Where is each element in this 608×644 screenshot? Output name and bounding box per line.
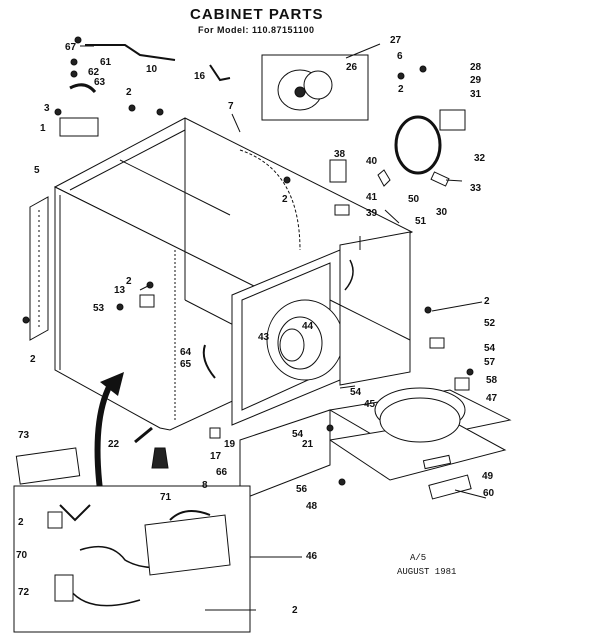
- page-note: A/5: [410, 553, 427, 563]
- part-label-32: 32: [474, 153, 486, 164]
- part-label-19: 19: [224, 439, 236, 450]
- model-number: For Model: 110.87151100: [198, 25, 315, 35]
- harness-inset: [13, 485, 251, 633]
- part-label-46: 46: [306, 551, 318, 562]
- part-label-26: 26: [346, 62, 358, 73]
- part-label-52: 52: [484, 318, 496, 329]
- part-label-2-d: 2: [126, 276, 132, 287]
- part-label-2-c: 2: [282, 194, 288, 205]
- part-label-47: 47: [486, 393, 498, 404]
- part-label-62: 62: [88, 67, 100, 78]
- direction-arrow: [94, 372, 124, 491]
- part-label-40: 40: [366, 156, 378, 167]
- leader-lines: [80, 43, 487, 611]
- side-panel: [29, 196, 49, 341]
- part-label-43: 43: [258, 332, 270, 343]
- date-note: AUGUST 1981: [397, 567, 457, 577]
- part-label-8: 8: [202, 480, 208, 491]
- part-label-63: 63: [94, 77, 106, 88]
- part-label-2-f: 2: [484, 296, 490, 307]
- part-label-38: 38: [334, 149, 346, 160]
- part-label-2-g: 2: [18, 517, 24, 528]
- part-label-58: 58: [486, 375, 498, 386]
- part-label-3: 3: [44, 103, 50, 114]
- part-label-30: 30: [436, 207, 448, 218]
- part-label-13: 13: [114, 285, 126, 296]
- part-label-33: 33: [470, 183, 482, 194]
- part-label-65: 65: [180, 359, 192, 370]
- part-label-57: 57: [484, 357, 496, 368]
- inner-front-panel: [329, 231, 411, 386]
- part-label-16: 16: [194, 71, 206, 82]
- part-label-41: 41: [366, 192, 378, 203]
- part-label-54-b: 54: [350, 387, 362, 398]
- part-label-2-h: 2: [292, 605, 298, 616]
- part-label-39: 39: [366, 208, 378, 219]
- part-label-49: 49: [482, 471, 494, 482]
- part-label-67: 67: [65, 42, 77, 53]
- part-label-66: 66: [216, 467, 228, 478]
- part-label-60: 60: [483, 488, 495, 499]
- part-label-64: 64: [180, 347, 192, 358]
- part-label-50: 50: [408, 194, 420, 205]
- part-label-21: 21: [302, 439, 314, 450]
- part-label-48: 48: [306, 501, 318, 512]
- part-label-56: 56: [296, 484, 308, 495]
- part-label-53: 53: [93, 303, 105, 314]
- part-label-61: 61: [100, 57, 112, 68]
- motor-inset: [261, 54, 369, 121]
- small-parts: [15, 36, 474, 486]
- part-label-27: 27: [390, 35, 402, 46]
- part-label-28: 28: [470, 62, 482, 73]
- part-label-51: 51: [415, 216, 427, 227]
- part-label-44: 44: [302, 321, 314, 332]
- drum-base: [328, 387, 512, 500]
- belt: [394, 109, 466, 175]
- part-label-1: 1: [40, 123, 46, 134]
- part-label-45: 45: [364, 399, 376, 410]
- part-label-54-a: 54: [484, 343, 496, 354]
- part-label-2-e: 2: [30, 354, 36, 365]
- part-label-7: 7: [228, 101, 234, 112]
- part-label-72: 72: [18, 587, 30, 598]
- part-label-71: 71: [160, 492, 172, 503]
- part-label-2-b: 2: [398, 84, 404, 95]
- part-label-5: 5: [34, 165, 40, 176]
- part-label-31: 31: [470, 89, 482, 100]
- toe-panel: [239, 409, 331, 501]
- page-title: CABINET PARTS: [190, 6, 324, 23]
- part-label-54-c: 54: [292, 429, 304, 440]
- part-label-73: 73: [18, 430, 30, 441]
- part-label-6: 6: [397, 51, 403, 62]
- part-label-10: 10: [146, 64, 158, 75]
- part-label-29: 29: [470, 75, 482, 86]
- part-label-22: 22: [108, 439, 120, 450]
- cabinet-body: [53, 117, 414, 431]
- part-label-17: 17: [210, 451, 222, 462]
- part-label-70: 70: [16, 550, 28, 561]
- part-label-2-a: 2: [126, 87, 132, 98]
